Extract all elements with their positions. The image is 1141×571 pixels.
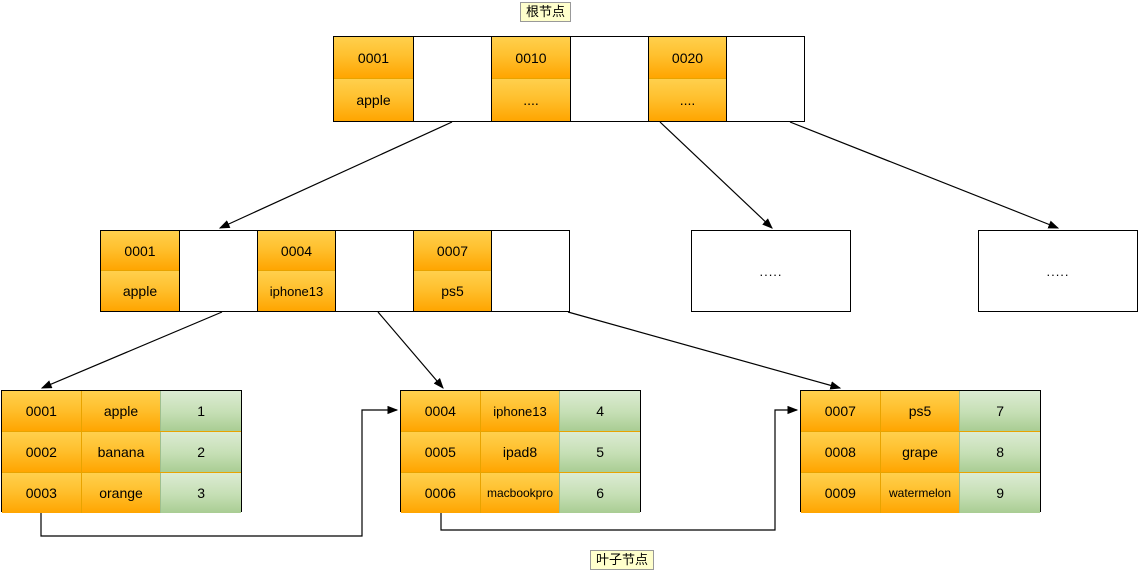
leaf-3-row-0-name: ps5	[880, 391, 961, 431]
table-row[interactable]: 0002 banana 2	[2, 432, 241, 473]
leaf-2-row-0-name: iphone13	[480, 391, 561, 431]
leaf-2-row-2-id: 0006	[401, 473, 481, 513]
internal-entry-1[interactable]: 0004 iphone13	[258, 231, 414, 311]
table-row[interactable]: 0008 grape 8	[801, 432, 1040, 473]
table-row[interactable]: 0007 ps5 7	[801, 391, 1040, 432]
internal-entry-2[interactable]: 0007 ps5	[414, 231, 569, 311]
leaf-1-row-0-id: 0001	[2, 391, 82, 431]
leaf-2-row-1-name: ipad8	[480, 432, 561, 472]
edge-internal-to-leaf-1	[40, 311, 223, 389]
leaf-1-row-2-value: 3	[161, 473, 241, 513]
leaf-2-row-1-id: 0005	[401, 432, 481, 472]
root-entry-1-key: 0010	[492, 37, 570, 79]
leaf-1-row-0-value: 1	[161, 391, 241, 431]
table-row[interactable]: 0005 ipad8 5	[401, 432, 640, 473]
table-row[interactable]: 0006 macbookpro 6	[401, 473, 640, 513]
internal-entry-0[interactable]: 0001 apple	[101, 231, 258, 311]
leaf-2-row-0-id: 0004	[401, 391, 481, 431]
internal-entry-2-key: 0007	[414, 231, 491, 271]
leaf-node-1[interactable]: 0001 apple 1 0002 banana 2 0003 orange 3	[1, 390, 242, 513]
leaf-1-row-0-name: apple	[81, 391, 162, 431]
caption-leaf-node: 叶子节点	[590, 550, 655, 570]
root-entry-0[interactable]: 0001 apple	[334, 37, 492, 121]
edge-root-to-placeholder-1	[659, 121, 773, 229]
root-entry-0-value: apple	[334, 79, 413, 121]
internal-entry-2-key-cells: 0007 ps5	[414, 231, 492, 311]
leaf-1-row-1-value: 2	[161, 432, 241, 472]
root-entry-1-key-cells: 0010 ....	[492, 37, 571, 121]
root-entry-2-value: ....	[649, 79, 726, 121]
leaf-3-row-0-id: 0007	[801, 391, 881, 431]
table-row[interactable]: 0004 iphone13 4	[401, 391, 640, 432]
leaf-2-row-1-value: 5	[560, 432, 640, 472]
leaf-1-row-2-id: 0003	[2, 473, 82, 513]
root-entry-0-key-cells: 0001 apple	[334, 37, 414, 121]
root-entry-2-pointer[interactable]	[727, 37, 804, 121]
leaf-3-row-2-id: 0009	[801, 473, 881, 513]
edge-internal-to-leaf-3	[567, 311, 842, 390]
internal-node[interactable]: 0001 apple 0004 iphone13 0007 ps5	[100, 230, 570, 312]
leaf-1-row-1-name: banana	[81, 432, 162, 472]
internal-entry-1-key: 0004	[258, 231, 335, 271]
leaf-3-row-1-id: 0008	[801, 432, 881, 472]
leaf-1-row-2-name: orange	[81, 473, 162, 513]
internal-entry-0-pointer[interactable]	[180, 231, 258, 311]
internal-entry-0-key-cells: 0001 apple	[101, 231, 180, 311]
root-node[interactable]: 0001 apple 0010 .... 0020 ....	[333, 36, 805, 122]
internal-entry-1-pointer[interactable]	[336, 231, 414, 311]
root-entry-1-value: ....	[492, 79, 570, 121]
root-entry-1-pointer[interactable]	[571, 37, 649, 121]
leaf-3-row-0-value: 7	[960, 391, 1040, 431]
leaf-2-row-2-value: 6	[560, 473, 640, 513]
internal-entry-1-key-cells: 0004 iphone13	[258, 231, 336, 311]
root-entry-2-key: 0020	[649, 37, 726, 79]
table-row[interactable]: 0001 apple 1	[2, 391, 241, 432]
internal-entry-1-value: iphone13	[258, 271, 335, 311]
internal-entry-2-value: ps5	[414, 271, 491, 311]
placeholder-node-1[interactable]: .....	[691, 230, 851, 312]
leaf-3-row-1-value: 8	[960, 432, 1040, 472]
root-entry-1[interactable]: 0010 ....	[492, 37, 649, 121]
leaf-2-row-2-name: macbookpro	[480, 473, 561, 513]
root-entry-2-key-cells: 0020 ....	[649, 37, 727, 121]
table-row[interactable]: 0009 watermelon 9	[801, 473, 1040, 513]
leaf-2-row-0-value: 4	[560, 391, 640, 431]
leaf-3-row-2-value: 9	[960, 473, 1040, 513]
internal-entry-2-pointer[interactable]	[492, 231, 569, 311]
root-entry-0-key: 0001	[334, 37, 413, 79]
leaf-node-3[interactable]: 0007 ps5 7 0008 grape 8 0009 watermelon …	[800, 390, 1041, 513]
caption-root-node: 根节点	[520, 2, 572, 22]
edge-internal-to-leaf-2	[377, 311, 444, 389]
internal-entry-0-value: apple	[101, 271, 179, 311]
edge-root-to-internal	[218, 121, 453, 229]
leaf-1-row-1-id: 0002	[2, 432, 82, 472]
edge-root-to-placeholder-2	[789, 121, 1060, 229]
leaf-node-2[interactable]: 0004 iphone13 4 0005 ipad8 5 0006 macboo…	[400, 390, 641, 513]
internal-entry-0-key: 0001	[101, 231, 179, 271]
leaf-3-row-2-name: watermelon	[880, 473, 961, 513]
placeholder-node-2[interactable]: .....	[978, 230, 1138, 312]
leaf-3-row-1-name: grape	[880, 432, 961, 472]
table-row[interactable]: 0003 orange 3	[2, 473, 241, 513]
root-entry-0-pointer[interactable]	[414, 37, 492, 121]
root-entry-2[interactable]: 0020 ....	[649, 37, 804, 121]
